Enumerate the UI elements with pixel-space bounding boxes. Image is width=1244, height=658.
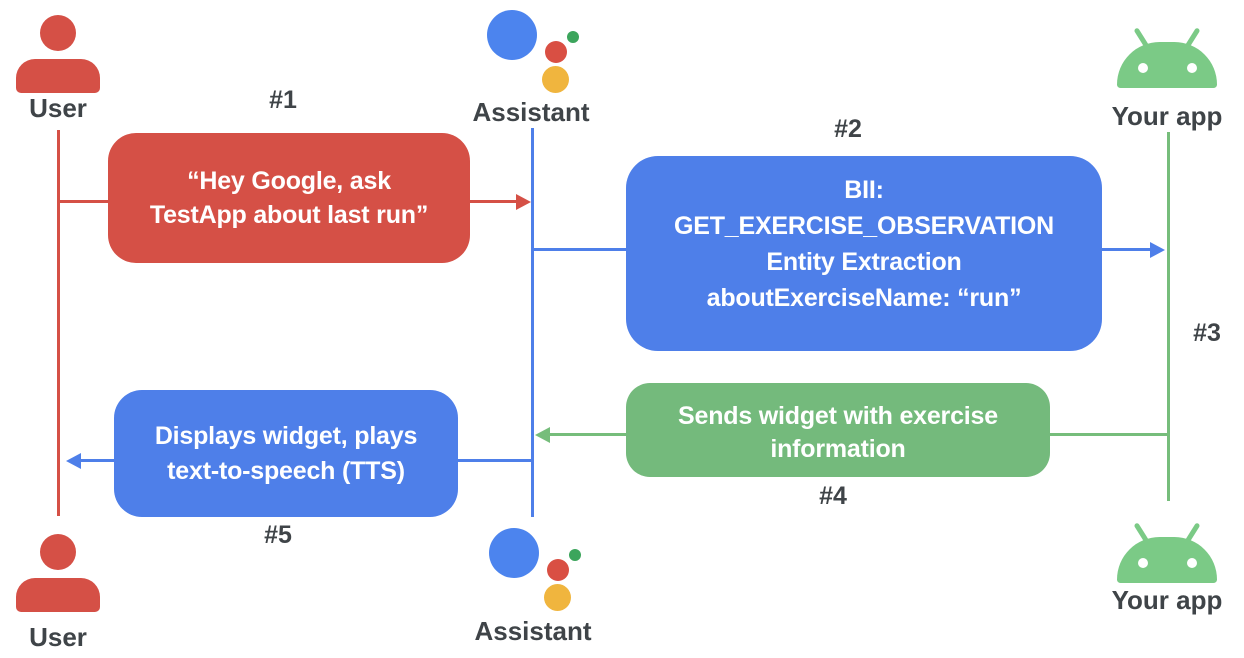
step-4-label: #4 [819, 482, 847, 510]
android-eye-left-icon [1138, 63, 1148, 73]
message-4-line-left [550, 433, 626, 436]
assistant-logo-icon [487, 10, 587, 95]
message-1-text: TestApp about last run” [149, 201, 429, 229]
message-2-text: GET_EXERCISE_OBSERVATION [673, 211, 1054, 240]
message-2-arrowhead-icon [1150, 242, 1165, 258]
assistant-logo-icon [489, 528, 589, 613]
message-5-text: Displays widget, plays [154, 421, 418, 450]
step-3-label: #3 [1193, 319, 1221, 347]
user-head-icon [40, 534, 76, 570]
assistant-red-dot-icon [545, 41, 567, 63]
message-5-arrowhead-icon [66, 453, 81, 469]
user-head-icon [40, 15, 76, 51]
user-lifeline [56, 130, 60, 516]
android-icon [1117, 522, 1217, 585]
assistant-blue-dot-icon [487, 10, 537, 60]
assistant-yellow-dot-icon [542, 66, 569, 93]
message-1-text: “Hey Google, ask [187, 167, 391, 195]
your-app-label-bottom: Your app [1111, 585, 1223, 615]
your-app-label-top: Your app [1111, 101, 1223, 131]
user-icon [16, 534, 100, 628]
android-icon [1117, 27, 1217, 90]
android-eye-right-icon [1187, 558, 1197, 568]
message-1-arrowhead-icon [516, 194, 531, 210]
assistant-green-dot-icon [569, 549, 581, 561]
assistant-lifeline [530, 128, 534, 517]
assistant-blue-dot-icon [489, 528, 539, 578]
message-5-box: Displays widget, plays text-to-speech (T… [114, 390, 458, 517]
android-eye-left-icon [1138, 558, 1148, 568]
user-icon [16, 15, 100, 109]
message-4-box: Sends widget with exercise information [626, 383, 1050, 477]
user-body-icon [16, 578, 100, 612]
assistant-green-dot-icon [567, 31, 579, 43]
assistant-red-dot-icon [547, 559, 569, 581]
message-2-text: Entity Extraction [766, 247, 962, 276]
message-1-line-right [470, 200, 516, 203]
android-eye-right-icon [1187, 63, 1197, 73]
message-2-line-left [532, 248, 626, 251]
message-1-line-left [58, 200, 108, 203]
message-5-line-left [81, 459, 114, 462]
message-2-text: BII: [844, 175, 884, 204]
message-4-text: information [770, 435, 906, 463]
assistant-label-top: Assistant [472, 97, 590, 127]
message-5-text: text-to-speech (TTS) [167, 456, 405, 485]
message-2-line-right [1102, 248, 1150, 251]
android-head-icon [1117, 537, 1217, 583]
user-label-bottom: User [29, 622, 87, 652]
message-2-text: aboutExerciseName: “run” [706, 283, 1022, 312]
step-5-label: #5 [264, 521, 292, 549]
message-5-line-right [458, 459, 532, 462]
message-2-box: BII: GET_EXERCISE_OBSERVATION Entity Ext… [626, 156, 1102, 351]
step-2-label: #2 [834, 115, 862, 143]
step-1-label: #1 [269, 86, 297, 114]
message-1-box: “Hey Google, ask TestApp about last run” [108, 133, 470, 263]
android-head-icon [1117, 42, 1217, 88]
message-4-arrowhead-icon [535, 427, 550, 443]
user-body-icon [16, 59, 100, 93]
message-4-text: Sends widget with exercise [678, 402, 998, 430]
app-lifeline [1166, 132, 1170, 501]
user-label-top: User [29, 93, 87, 123]
assistant-label-bottom: Assistant [474, 616, 592, 646]
message-4-line-right [1050, 433, 1168, 436]
assistant-yellow-dot-icon [544, 584, 571, 611]
